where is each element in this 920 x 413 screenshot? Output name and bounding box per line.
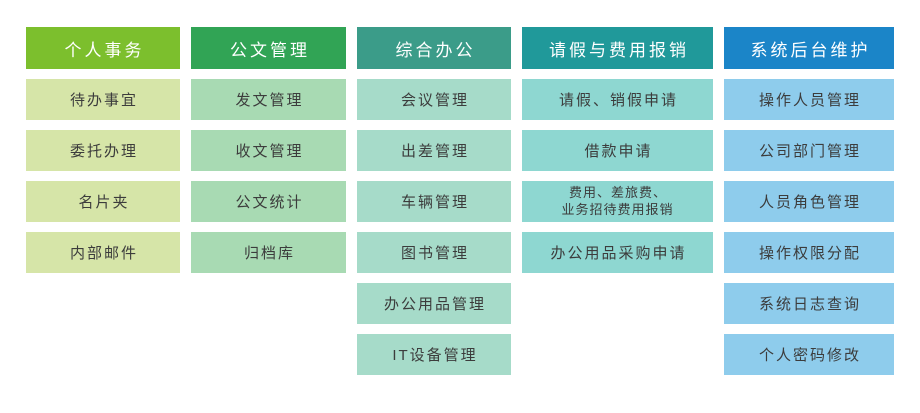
- column-header-system-admin[interactable]: 系统后台维护: [724, 27, 894, 69]
- menu-item-leave-and-expense-0[interactable]: 请假、销假申请: [522, 79, 713, 120]
- column-header-general-office[interactable]: 综合办公: [357, 27, 511, 69]
- column-header-document-management[interactable]: 公文管理: [191, 27, 346, 69]
- menu-item-personal-affairs-3[interactable]: 内部邮件: [26, 232, 180, 273]
- menu-item-general-office-1[interactable]: 出差管理: [357, 130, 511, 171]
- column-personal-affairs: 个人事务待办事宜委托办理名片夹内部邮件: [26, 27, 180, 375]
- menu-item-system-admin-0[interactable]: 操作人员管理: [724, 79, 894, 120]
- column-general-office: 综合办公会议管理出差管理车辆管理图书管理办公用品管理 IT设备管理: [357, 27, 511, 375]
- menu-columns: 个人事务待办事宜委托办理名片夹内部邮件公文管理发文管理收文管理公文统计归档库综合…: [26, 27, 894, 375]
- menu-item-personal-affairs-0[interactable]: 待办事宜: [26, 79, 180, 120]
- menu-item-document-management-1[interactable]: 收文管理: [191, 130, 346, 171]
- menu-item-document-management-0[interactable]: 发文管理: [191, 79, 346, 120]
- menu-item-leave-and-expense-3[interactable]: 办公用品采购申请: [522, 232, 713, 273]
- menu-item-system-admin-5[interactable]: 个人密码修改: [724, 334, 894, 375]
- menu-item-system-admin-1[interactable]: 公司部门管理: [724, 130, 894, 171]
- menu-item-document-management-3[interactable]: 归档库: [191, 232, 346, 273]
- menu-item-general-office-0[interactable]: 会议管理: [357, 79, 511, 120]
- menu-item-system-admin-4[interactable]: 系统日志查询: [724, 283, 894, 324]
- menu-item-general-office-4[interactable]: 办公用品管理: [357, 283, 511, 324]
- menu-item-system-admin-2[interactable]: 人员角色管理: [724, 181, 894, 222]
- menu-item-general-office-2[interactable]: 车辆管理: [357, 181, 511, 222]
- menu-item-general-office-3[interactable]: 图书管理: [357, 232, 511, 273]
- column-document-management: 公文管理发文管理收文管理公文统计归档库: [191, 27, 346, 375]
- menu-item-leave-and-expense-1[interactable]: 借款申请: [522, 130, 713, 171]
- column-header-personal-affairs[interactable]: 个人事务: [26, 27, 180, 69]
- column-header-leave-and-expense[interactable]: 请假与费用报销: [522, 27, 713, 69]
- menu-item-leave-and-expense-2[interactable]: 费用、差旅费、业务招待费用报销: [522, 181, 713, 222]
- column-leave-and-expense: 请假与费用报销请假、销假申请借款申请费用、差旅费、业务招待费用报销办公用品采购申…: [522, 27, 713, 375]
- menu-item-personal-affairs-1[interactable]: 委托办理: [26, 130, 180, 171]
- menu-item-document-management-2[interactable]: 公文统计: [191, 181, 346, 222]
- column-system-admin: 系统后台维护操作人员管理公司部门管理人员角色管理操作权限分配系统日志查询个人密码…: [724, 27, 894, 375]
- menu-item-general-office-5[interactable]: IT设备管理: [357, 334, 511, 375]
- menu-item-personal-affairs-2[interactable]: 名片夹: [26, 181, 180, 222]
- menu-item-system-admin-3[interactable]: 操作权限分配: [724, 232, 894, 273]
